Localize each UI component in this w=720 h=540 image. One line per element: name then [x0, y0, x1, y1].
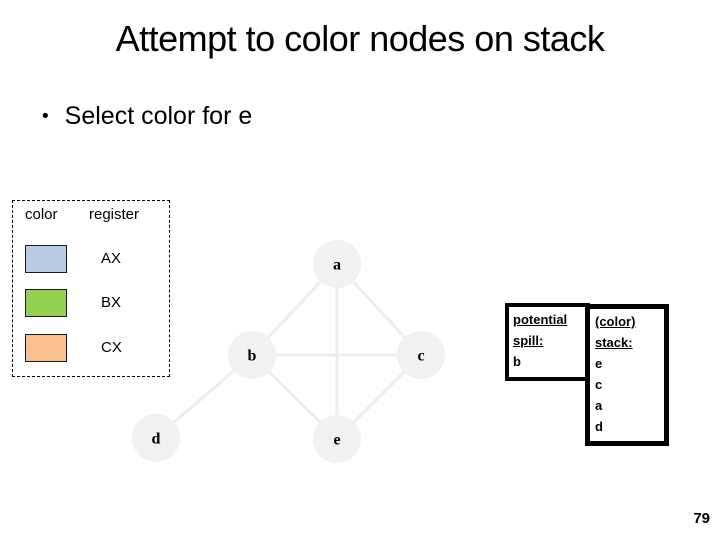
color-stack-box: (color) stack: e c a d [585, 304, 669, 446]
graph-node-label-a: a [333, 257, 341, 274]
graph-node-d [132, 414, 180, 462]
color-stack-title: (color) stack: [595, 314, 636, 350]
color-register-legend: color register AX BX CX [12, 200, 170, 377]
register-label-cx: CX [101, 339, 122, 356]
graph-node-label-b: b [248, 348, 257, 365]
bullet-line: • Select color for e [42, 102, 252, 131]
graph-node-label-e: e [333, 432, 340, 449]
graph-node-label-d: d [152, 431, 161, 448]
graph-node-e [313, 415, 361, 463]
bullet-icon: • [42, 106, 49, 127]
slide-title: Attempt to color nodes on stack [115, 18, 605, 59]
legend-header-color: color [25, 206, 58, 223]
graph-node-label-c: c [417, 348, 424, 365]
graph-node-b [228, 331, 276, 379]
color-swatch-ax [25, 245, 67, 273]
potential-spill-box: potential spill: b [505, 303, 590, 381]
legend-header-register: register [89, 206, 140, 223]
color-swatch-bx [25, 289, 67, 317]
stack-item: e [595, 356, 603, 371]
stack-item: c [595, 377, 603, 392]
stack-item: d [595, 419, 603, 434]
graph-node-c [397, 331, 445, 379]
potential-spill-title: potential spill: [513, 312, 568, 348]
spill-item: b [513, 354, 521, 369]
color-swatch-cx [25, 334, 67, 362]
graph-node-a [313, 240, 361, 288]
bullet-text: Select color for e [64, 102, 253, 130]
register-label-bx: BX [101, 294, 122, 311]
stack-item: a [595, 398, 603, 413]
register-label-ax: AX [101, 250, 122, 267]
page-number: 79 [693, 510, 710, 527]
